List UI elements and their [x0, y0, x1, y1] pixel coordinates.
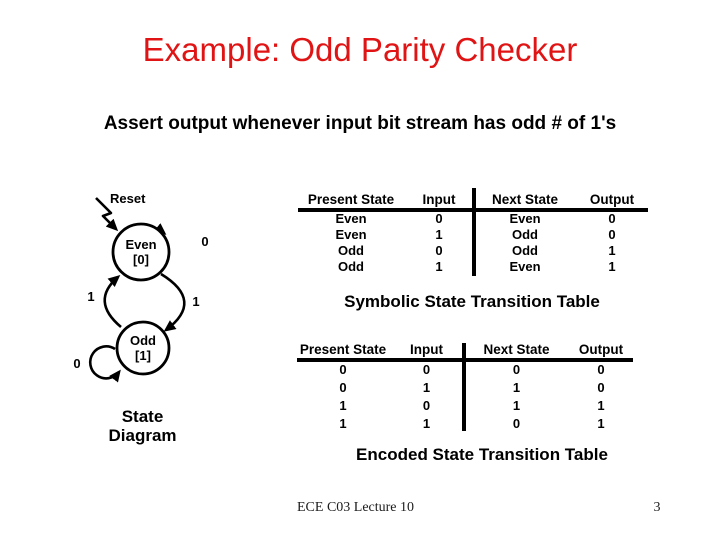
table-header: Input: [410, 342, 443, 357]
state-diagram-caption-line1: State: [121, 407, 164, 426]
table-cell: Even: [335, 227, 367, 242]
odd-self-loop-label: 0: [73, 356, 80, 371]
table-header: Present State: [299, 342, 387, 357]
slide-subtitle: Assert output whenever input bit stream …: [103, 113, 617, 134]
table-cell: 0: [422, 398, 431, 413]
table-cell: Odd: [512, 243, 538, 258]
even-state-name: Even: [125, 237, 156, 252]
table-cell: 1: [339, 398, 347, 413]
state-diagram-caption-line2: Diagram: [108, 426, 177, 445]
table-header: Present State: [307, 192, 395, 207]
table-cell: 1: [512, 398, 521, 413]
symbolic-state-table: Present State Input Next State Output Ev…: [298, 188, 648, 276]
table-cell: 0: [339, 362, 347, 377]
table-cell: Odd: [512, 227, 538, 242]
even-to-odd-label: 1: [192, 294, 199, 309]
table-cell: 1: [512, 380, 521, 395]
table-cell: 1: [608, 243, 616, 258]
table-header: Output: [589, 192, 635, 207]
table-header: Next State: [491, 192, 559, 207]
odd-state-name: Odd: [130, 333, 156, 348]
table-header: Input: [422, 192, 456, 207]
table-cell: 1: [435, 227, 443, 242]
table-header: Next State: [483, 342, 550, 357]
table-cell: Even: [509, 259, 541, 274]
table-cell: 0: [435, 211, 443, 226]
reset-label: Reset: [110, 191, 146, 206]
page-number: 3: [653, 500, 661, 515]
table-cell: 0: [608, 211, 616, 226]
even-state-encoding: [0]: [133, 252, 149, 267]
table-cell: 0: [608, 227, 616, 242]
slide-title: Example: Odd Parity Checker: [142, 31, 578, 68]
table-cell: 1: [597, 416, 605, 431]
table-cell: Even: [335, 211, 367, 226]
table-cell: 1: [422, 380, 431, 395]
table-cell: 0: [435, 243, 443, 258]
symbolic-table-caption: Symbolic State Transition Table: [344, 292, 600, 311]
odd-state-circle: [115, 320, 171, 376]
table-cell: 1: [422, 416, 431, 431]
odd-self-loop-arrow: [88, 345, 121, 383]
table-cell: 0: [597, 362, 605, 377]
odd-state-encoding: [1]: [135, 348, 151, 363]
table-header: Output: [578, 342, 624, 357]
state-diagram: Reset Even [0] Odd [1] 0 0 1 1: [73, 191, 209, 383]
state-diagram-caption: State Diagram: [85, 407, 200, 445]
reset-arrow: [95, 197, 119, 232]
table-cell: 0: [339, 380, 347, 395]
encoded-table-caption: Encoded State Transition Table: [356, 445, 608, 464]
symbolic-table-divider-rule: [472, 188, 476, 276]
encoded-state-table: Present State Input Next State Output 0 …: [297, 342, 633, 433]
even-state-circle: [111, 222, 171, 282]
table-cell: Even: [509, 211, 541, 226]
even-to-odd-arrow: [160, 272, 186, 332]
even-self-loop-label: 0: [201, 234, 208, 249]
table-cell: 1: [597, 398, 605, 413]
table-cell: 1: [435, 259, 443, 274]
encoded-table-divider-rule: [462, 343, 466, 431]
odd-to-even-arrow: [103, 275, 122, 328]
table-cell: 1: [339, 416, 347, 431]
table-cell: 0: [512, 416, 521, 431]
table-cell: Odd: [338, 259, 364, 274]
table-cell: 1: [608, 259, 616, 274]
footer-text: ECE C03 Lecture 10: [297, 500, 415, 515]
table-cell: 0: [422, 362, 431, 377]
table-cell: 0: [597, 380, 605, 395]
table-cell: Odd: [338, 243, 364, 258]
table-cell: 0: [512, 362, 521, 377]
odd-to-even-label: 1: [87, 289, 94, 304]
